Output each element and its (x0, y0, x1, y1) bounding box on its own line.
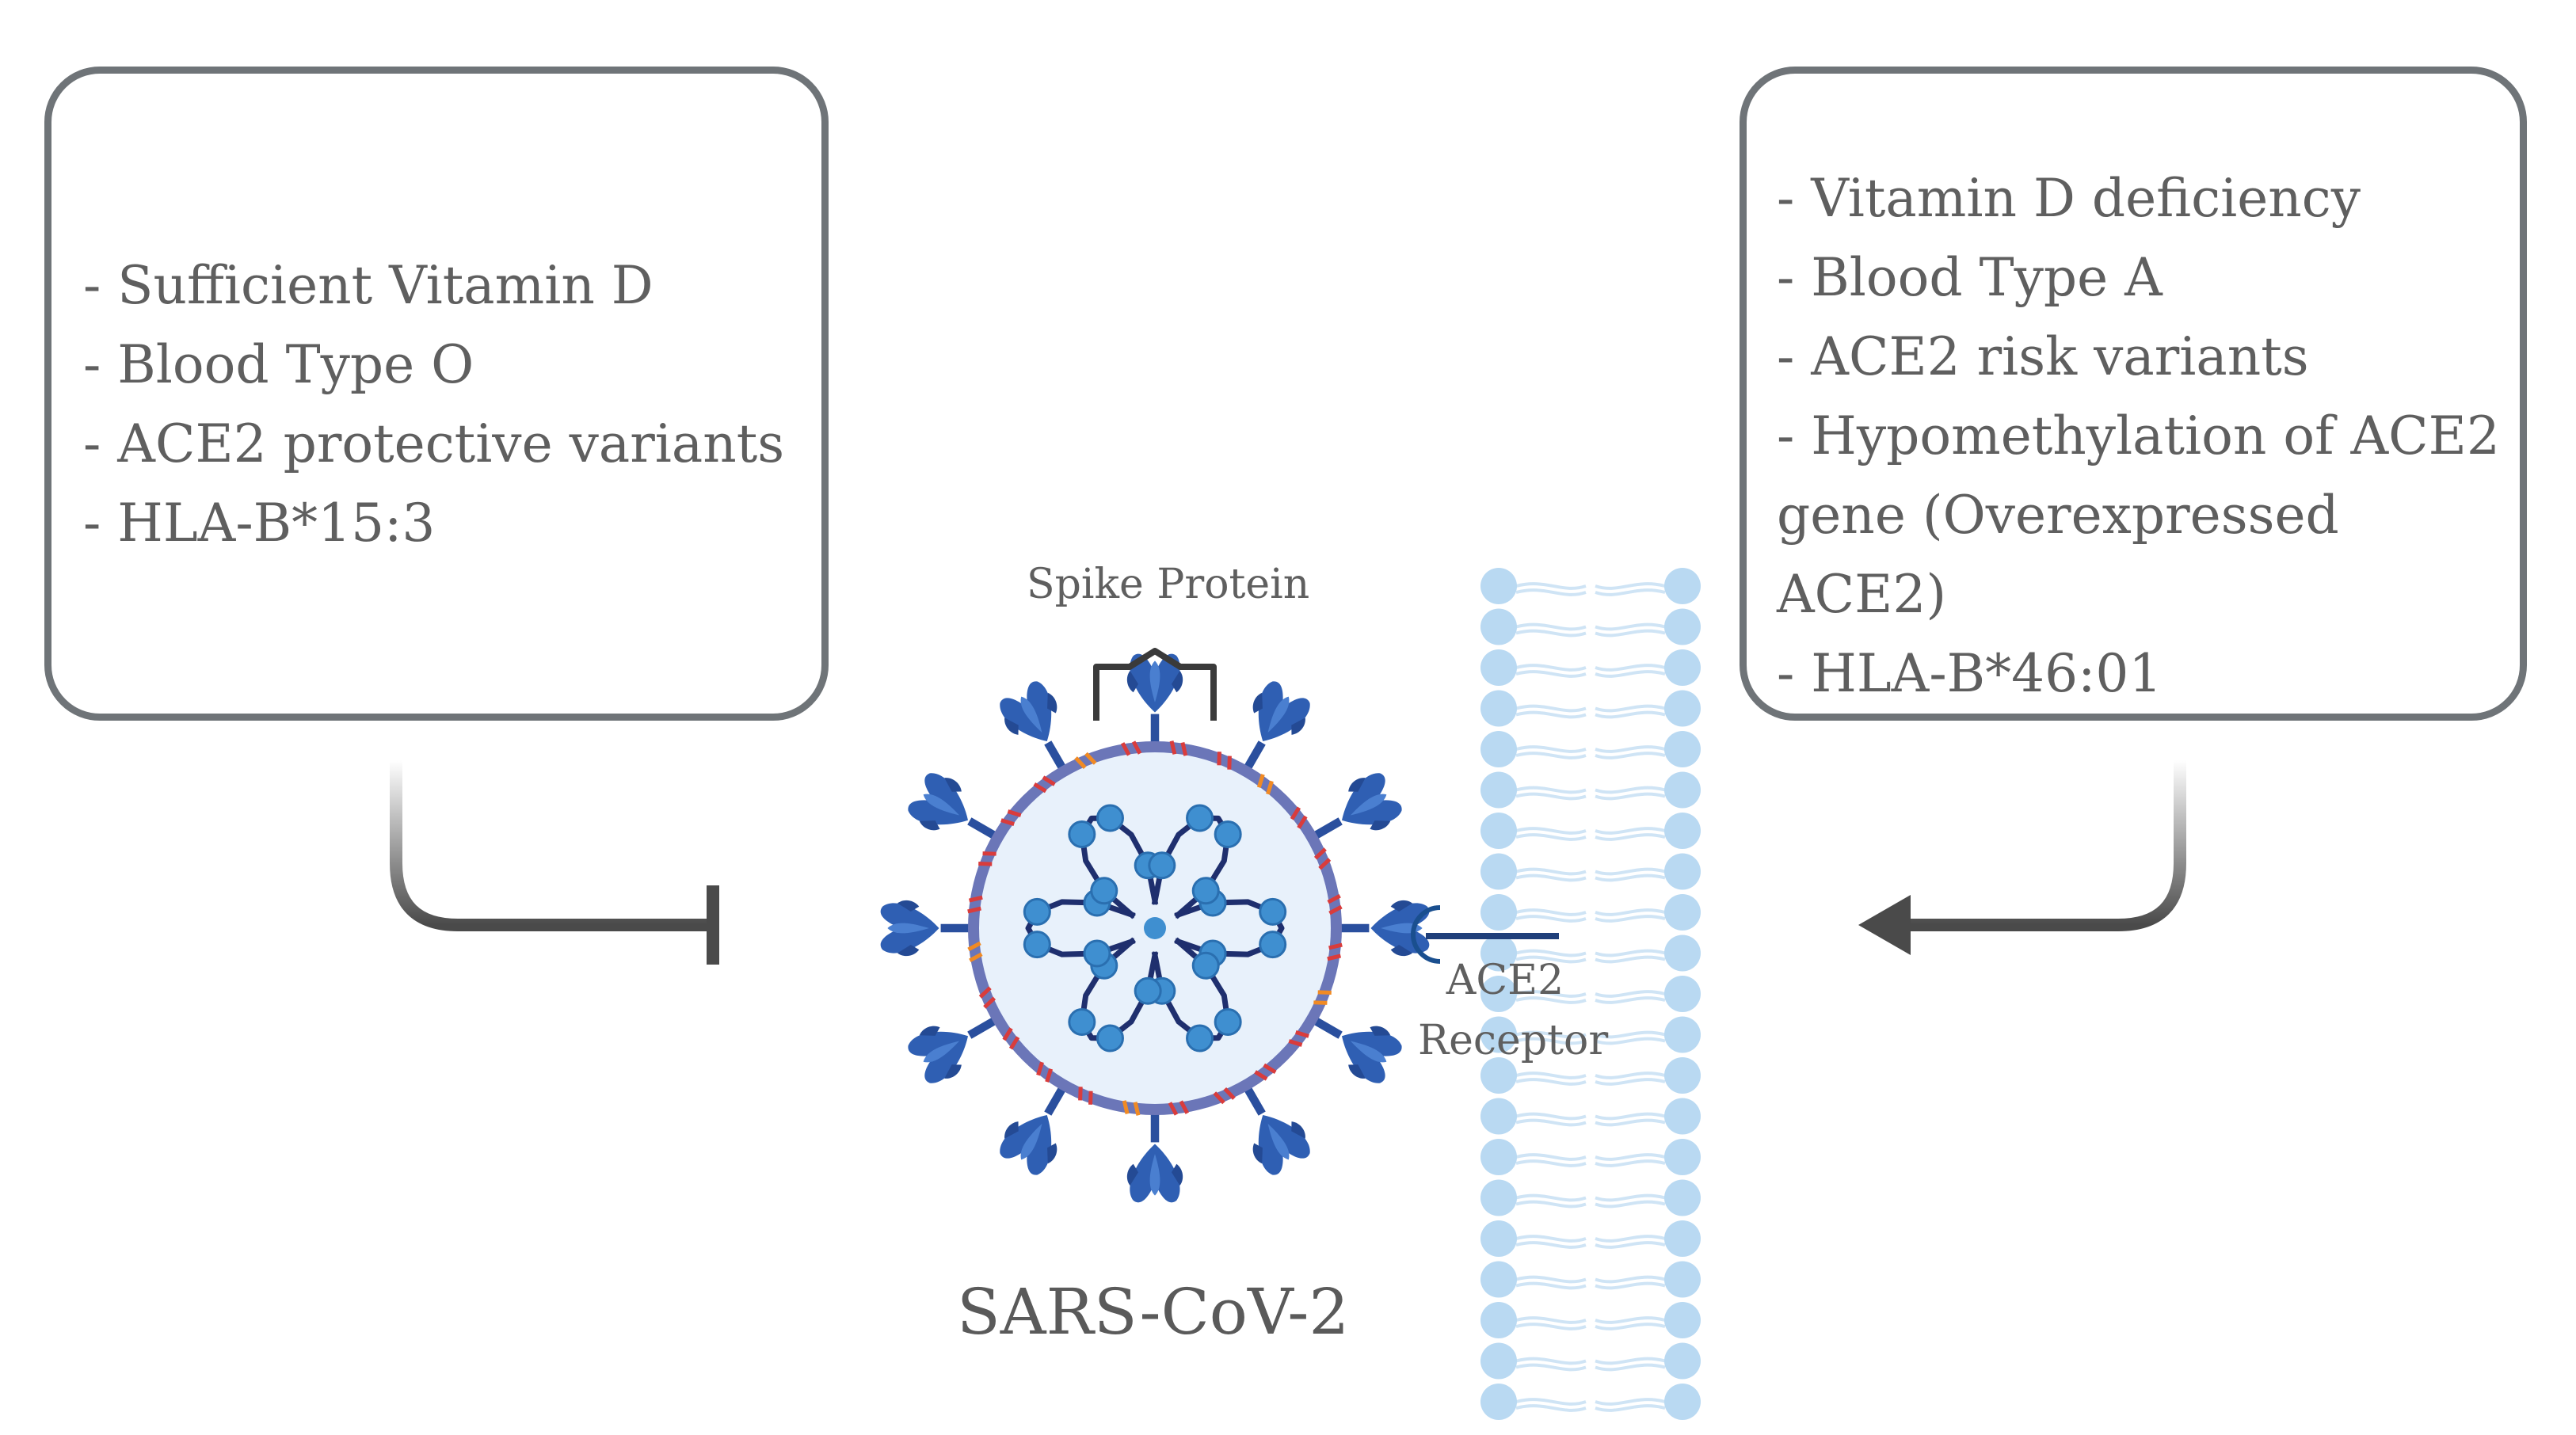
list-item: - Sufficient Vitamin D (83, 255, 654, 316)
risk-factors-box: - Vitamin D deficiency - Blood Type A - … (1740, 67, 2527, 721)
list-item: - ACE2 risk variants (1777, 326, 2309, 387)
spike-bracket-icon (1093, 648, 1217, 721)
activation-arrow-icon (1858, 760, 2186, 955)
list-item: - Vitamin D deficiency (1777, 168, 2361, 229)
protective-factors-list: - Sufficient Vitamin D - Blood Type O - … (83, 246, 784, 563)
list-item: - Hypomethylation of ACE2 (1777, 405, 2500, 466)
receptor-label-line: Receptor (1418, 1017, 1609, 1064)
virus-name-label: SARS-CoV-2 (957, 1275, 1350, 1349)
list-item: - Blood Type A (1777, 247, 2163, 308)
spike-protein-label: Spike Protein (1027, 561, 1310, 608)
cell-membrane-icon (1480, 568, 1701, 1420)
list-item: - Blood Type O (83, 334, 474, 395)
list-item: - HLA-B*46:01 (1777, 643, 2163, 704)
list-item: - HLA-B*15:3 (83, 493, 436, 554)
protective-factors-box: - Sufficient Vitamin D - Blood Type O - … (44, 67, 829, 721)
ace2-receptor-icon (1411, 896, 1559, 973)
risk-factors-list: - Vitamin D deficiency - Blood Type A - … (1777, 159, 2506, 714)
list-item: - ACE2 protective variants (83, 413, 785, 474)
inhibition-arrow-icon (390, 760, 719, 965)
coronavirus-icon (880, 653, 1430, 1203)
list-item: gene (Overexpressed ACE2) (1777, 485, 2339, 625)
ace2-receptor-label: ACE2 Receptor (1418, 950, 1609, 1071)
ace2-label-line: ACE2 (1446, 957, 1564, 1004)
